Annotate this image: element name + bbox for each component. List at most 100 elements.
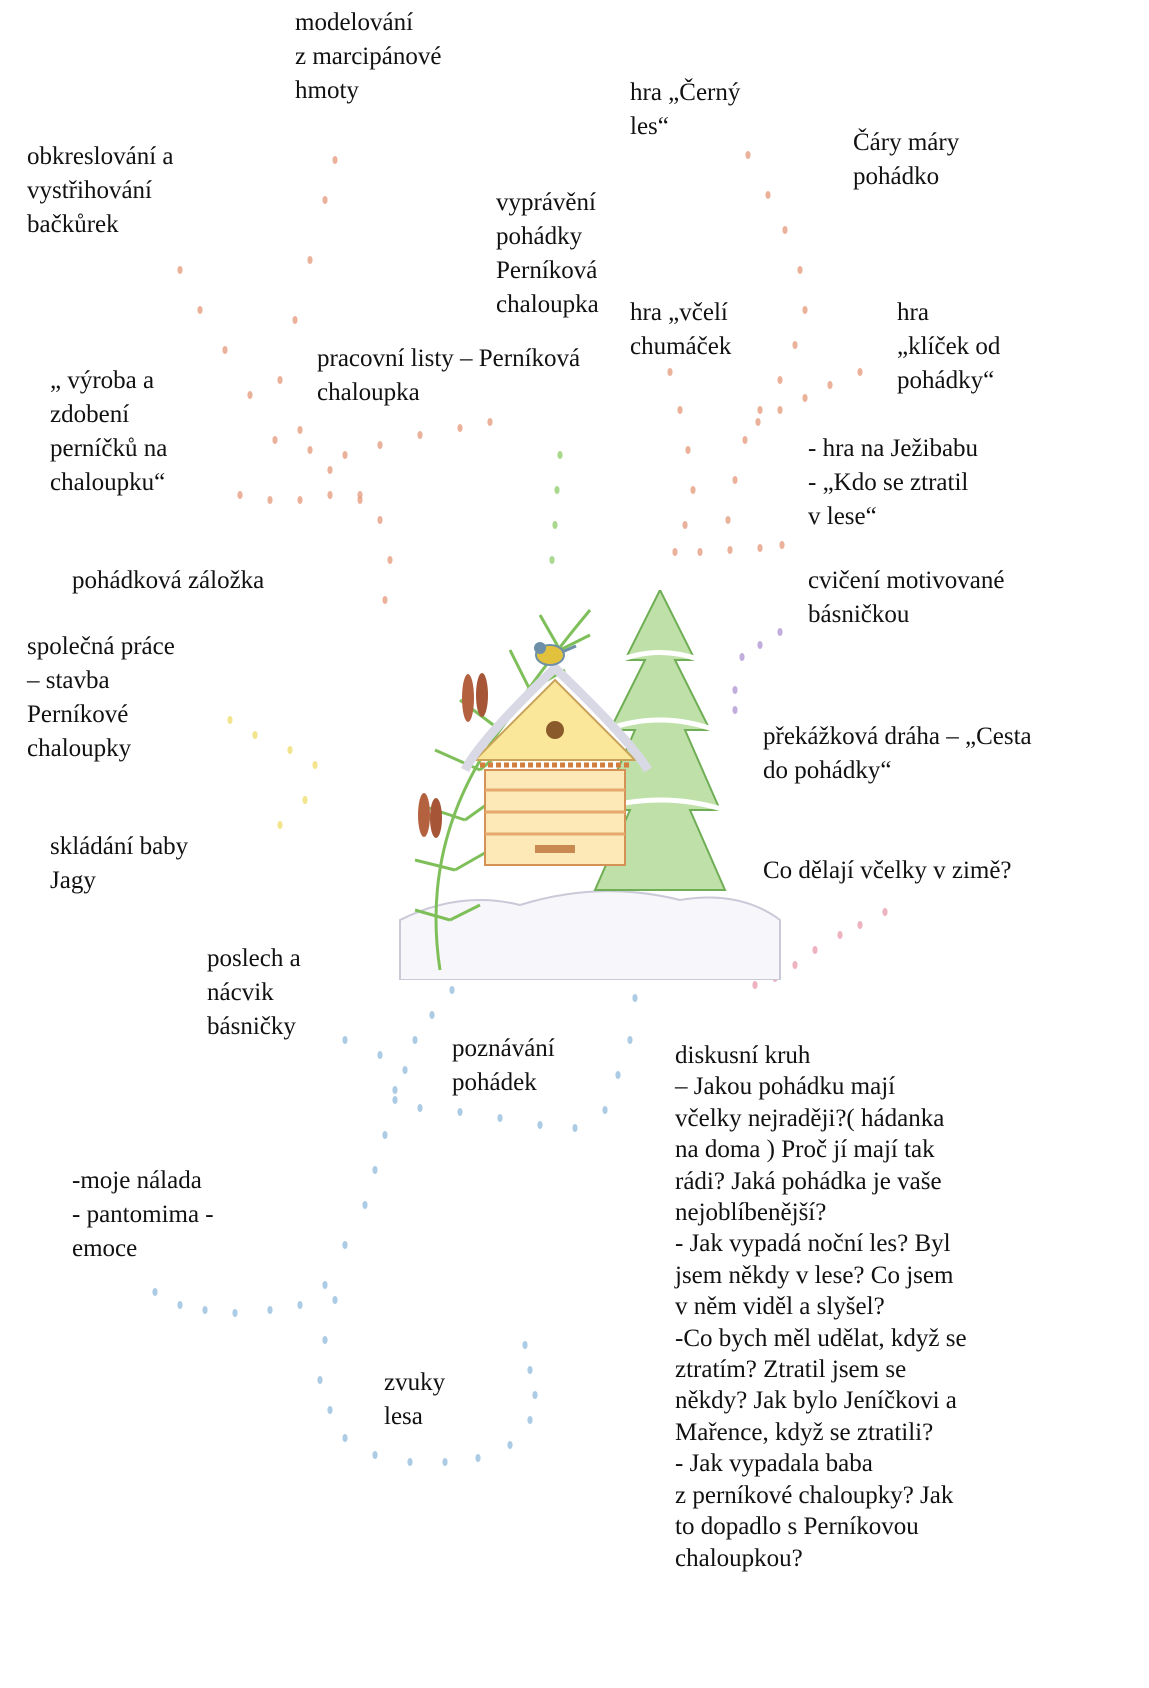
connector-dot xyxy=(554,486,560,494)
connector-dot xyxy=(475,1454,481,1462)
connector-dot xyxy=(667,368,673,376)
connector-dot xyxy=(527,1366,533,1374)
connector-dot xyxy=(732,686,738,694)
connector-dot xyxy=(732,476,738,484)
activity-pernicky: „ výroba a zdobení perníčků na chaloupku… xyxy=(50,367,168,496)
activity-diskusni-kruh: diskusní kruh – Jakou pohádku mají včelk… xyxy=(675,1042,967,1572)
connector-dot xyxy=(882,908,888,916)
connector-dot xyxy=(792,961,798,969)
connector-dot xyxy=(677,406,683,414)
connector-dot xyxy=(725,516,731,524)
connector-dot xyxy=(287,746,293,754)
connector-dot xyxy=(177,1301,183,1309)
connector-dot xyxy=(632,994,638,1002)
connector-dot xyxy=(742,436,748,444)
connector-dot xyxy=(429,1011,435,1019)
connector-dot xyxy=(357,491,363,499)
connector-dot xyxy=(779,541,785,549)
connector-dot xyxy=(777,406,783,414)
connector-dot xyxy=(572,1124,578,1132)
connector-dot xyxy=(247,391,253,399)
connector-dot xyxy=(267,1306,273,1314)
connector-dot xyxy=(745,151,751,159)
connector-dot xyxy=(757,544,763,552)
connector-dot xyxy=(549,556,555,564)
connector-dot xyxy=(392,1086,398,1094)
connector-dot xyxy=(732,706,738,714)
activity-vcelky-zime: Co dělají včelky v zimě? xyxy=(763,857,1012,884)
connector-dot xyxy=(417,431,423,439)
connector-dot xyxy=(442,1458,448,1466)
connector-dot xyxy=(292,316,298,324)
connector-dot xyxy=(552,521,558,529)
connector-dot xyxy=(615,1071,621,1079)
connector-dot xyxy=(487,418,493,426)
connector-dot xyxy=(739,653,745,661)
activity-modelovani: modelování z marcipánové hmoty xyxy=(295,9,442,104)
connector-dot xyxy=(322,1281,328,1289)
connector-dot xyxy=(237,491,243,499)
connector-dot xyxy=(727,546,733,554)
connector-dot xyxy=(627,1036,633,1044)
activity-prekazkova: překážková dráha – „Cesta do pohádky“ xyxy=(763,723,1032,784)
connector-dot xyxy=(202,1306,208,1314)
connector-dot xyxy=(532,1391,538,1399)
connector-dot xyxy=(797,266,803,274)
connector-dot xyxy=(457,424,463,432)
connector-dot xyxy=(755,418,761,426)
connector-dot xyxy=(537,1121,543,1129)
connector-dot xyxy=(317,1376,323,1384)
activity-zvuky: zvuky lesa xyxy=(384,1369,446,1430)
connector-dot xyxy=(277,821,283,829)
activity-spolecna-prace: společná práce – stavba Perníkové chalou… xyxy=(27,633,175,762)
connector-dot xyxy=(837,931,843,939)
activity-poslech: poslech a nácvik básničky xyxy=(207,945,301,1040)
connector-dot xyxy=(377,516,383,524)
connector-dot xyxy=(407,1458,413,1466)
connector-dot xyxy=(307,446,313,454)
connector-dot xyxy=(227,716,233,724)
connector-dot xyxy=(327,1406,333,1414)
connector-dot xyxy=(382,596,388,604)
connector-dot xyxy=(402,1066,408,1074)
connector-dot xyxy=(307,256,313,264)
activity-cary-mary: Čáry máry pohádko xyxy=(853,129,960,190)
activity-cerny-les: hra „Černý les“ xyxy=(630,79,741,140)
connector-dot xyxy=(152,1288,158,1296)
connector-dot xyxy=(302,796,308,804)
connector-dot xyxy=(197,306,203,314)
connector-dot xyxy=(812,946,818,954)
connector-dot xyxy=(232,1309,238,1317)
connector-dot xyxy=(297,426,303,434)
connector-dot xyxy=(690,486,696,494)
connector-dot xyxy=(377,1051,383,1059)
connector-dot xyxy=(682,521,688,529)
connector-dot xyxy=(272,436,278,444)
connector-dot xyxy=(362,1201,368,1209)
connector-dot xyxy=(782,226,788,234)
connector-dot xyxy=(457,1108,463,1116)
activity-cviceni: cvičení motivované básničkou xyxy=(808,567,1005,628)
connector-dot xyxy=(342,1434,348,1442)
connector-dot xyxy=(342,451,348,459)
connector-dot xyxy=(312,761,318,769)
connector-dot xyxy=(327,466,333,474)
connector-dot xyxy=(417,1104,423,1112)
activity-klicek: hra „klíček od pohádky“ xyxy=(897,299,1001,394)
connector-dot xyxy=(177,266,183,274)
connector-dot xyxy=(449,986,455,994)
connector-dot xyxy=(372,1166,378,1174)
connector-dot xyxy=(792,341,798,349)
connector-dot xyxy=(757,641,763,649)
connector-dot xyxy=(507,1441,513,1449)
connector-dot xyxy=(372,1451,378,1459)
connector-dot xyxy=(297,1301,303,1309)
connector-dot xyxy=(342,1036,348,1044)
connector-dot xyxy=(497,1114,503,1122)
connector-dot xyxy=(382,1131,388,1139)
connector-dot xyxy=(802,394,808,402)
connector-dot xyxy=(857,368,863,376)
activity-zalozka: pohádková záložka xyxy=(72,567,265,594)
connector-dot xyxy=(332,1296,338,1304)
